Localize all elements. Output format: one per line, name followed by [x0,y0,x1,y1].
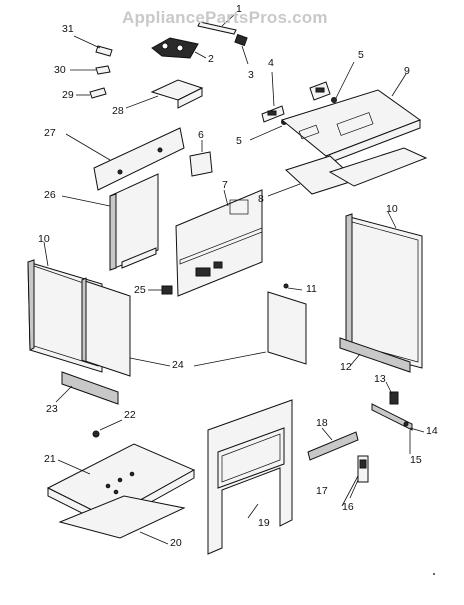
callout-22: 22 [124,409,136,421]
part-25-bracket [148,285,173,295]
part-12-trim-strip [339,337,411,373]
part-23-bottom-trim [55,371,119,405]
part-31-screw [73,35,113,57]
part-19-front-frame [207,399,293,555]
part-24-side-insulation [81,277,307,377]
callout-24: 24 [172,359,184,371]
part-28-bracket [125,79,204,109]
callout-10-left: 10 [38,233,50,245]
callout-2: 2 [208,53,214,65]
callout-23: 23 [46,403,58,415]
callout-21: 21 [44,453,56,465]
callout-10-right: 10 [386,203,398,215]
callout-20: 20 [170,537,182,549]
callout-25: 25 [134,284,146,296]
callout-28: 28 [112,105,124,117]
callout-29: 29 [62,89,74,101]
part-3-clip [234,33,249,65]
callout-17: 17 [316,485,328,497]
part-2-wiring-block [151,37,207,59]
part-27-trim [65,127,185,191]
callout-8: 8 [258,193,264,205]
part-18-strip [307,427,359,461]
callout-18: 18 [316,417,328,429]
part-13-clip [385,381,399,405]
part-30-tab [70,65,111,75]
callout-15: 15 [410,454,422,466]
part-20-bottom-plate [58,495,186,545]
callout-11: 11 [306,283,317,295]
part-8-pan [267,147,428,197]
callout-30: 30 [54,64,66,76]
part-14-rail [371,403,425,454]
callout-7: 7 [222,179,228,191]
callout-5-upper: 5 [358,49,364,61]
part-5-knob-plate-upper [309,61,355,103]
callout-27: 27 [44,127,56,139]
part-7-back-panel [175,189,263,297]
callout-9: 9 [404,65,410,77]
part-26-side-panel [61,173,159,271]
callout-13: 13 [374,373,386,385]
part-1-bracket [197,13,237,35]
callout-3: 3 [248,69,254,81]
part-5-knob-lower [249,119,287,141]
callout-5-lower: 5 [236,135,242,147]
part-29-clip [76,87,107,99]
part-22-screw [92,419,123,438]
part-4-knob-plate [261,71,285,123]
callout-31: 31 [62,23,74,35]
part-6-label [189,140,213,177]
callout-1: 1 [236,3,242,15]
callout-26: 26 [44,189,56,201]
watermark-text: AppliancePartsPros.com [122,8,328,27]
part-16-latch [341,455,369,507]
callout-16: 16 [342,501,354,513]
callout-6: 6 [198,129,204,141]
callout-4: 4 [268,57,274,69]
callout-12: 12 [340,361,352,373]
callout-14: 14 [426,425,438,437]
part-11-screw [283,283,303,291]
callout-19: 19 [258,517,270,529]
